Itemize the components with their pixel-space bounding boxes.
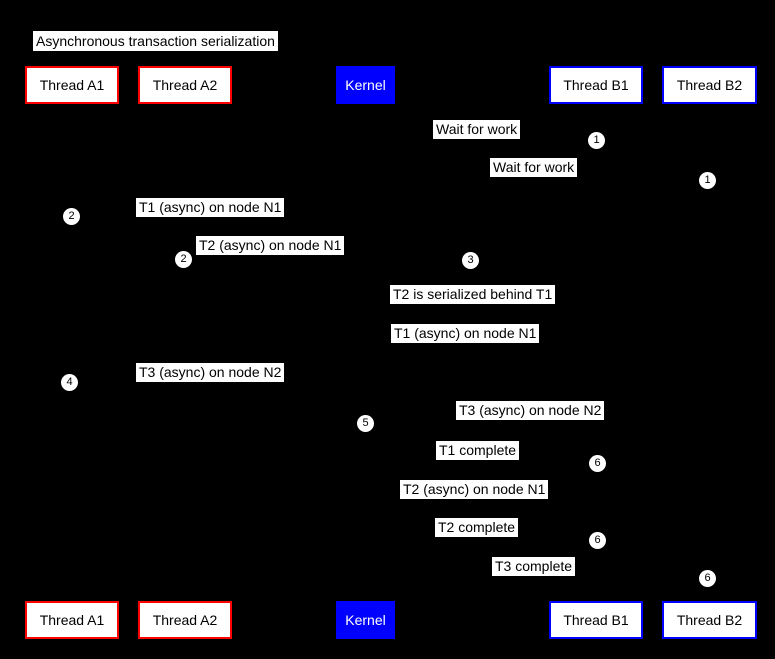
step-badge-6-b1-second: 6 [589, 532, 606, 549]
step-badge-6-b2: 6 [699, 570, 716, 587]
message-t2-complete: T2 complete [435, 518, 519, 537]
participant-thread-b1-top: Thread B1 [549, 66, 643, 104]
step-badge-3-kernel: 3 [462, 252, 479, 269]
message-t1-async-node-n1-dispatch: T1 (async) on node N1 [391, 324, 540, 343]
message-wait-for-work-b1: Wait for work [433, 120, 521, 139]
message-t3-complete: T3 complete [492, 557, 576, 576]
message-t1-async-node-n1: T1 (async) on node N1 [136, 198, 285, 217]
message-t3-async-node-n2: T3 (async) on node N2 [136, 363, 285, 382]
diagram-title: Asynchronous transaction serialization [33, 31, 278, 51]
participant-thread-a2-top: Thread A2 [138, 66, 232, 104]
participant-kernel-top: Kernel [336, 66, 395, 104]
message-t2-async-node-n1-dispatch: T2 (async) on node N1 [400, 480, 549, 499]
step-badge-1-b1: 1 [588, 132, 605, 149]
message-wait-for-work-b2: Wait for work [490, 158, 578, 177]
participant-thread-b2-bottom: Thread B2 [662, 601, 757, 639]
participant-thread-a1-top: Thread A1 [25, 66, 119, 104]
participant-thread-b1-bottom: Thread B1 [549, 601, 643, 639]
step-badge-6-b1-first: 6 [589, 455, 606, 472]
participant-thread-b2-top: Thread B2 [662, 66, 757, 104]
message-t2-async-node-n1: T2 (async) on node N1 [196, 236, 345, 255]
step-badge-4-a1: 4 [61, 374, 78, 391]
step-badge-2-a1: 2 [63, 208, 80, 225]
message-t2-serialized-behind-t1: T2 is serialized behind T1 [390, 285, 556, 304]
step-badge-1-b2: 1 [699, 172, 716, 189]
participant-kernel-bottom: Kernel [336, 601, 395, 639]
step-badge-2-a2: 2 [175, 251, 192, 268]
message-t3-async-node-n2-dispatch: T3 (async) on node N2 [456, 401, 605, 420]
participant-thread-a2-bottom: Thread A2 [138, 601, 232, 639]
step-badge-5-kernel: 5 [357, 415, 374, 432]
message-t1-complete: T1 complete [436, 441, 520, 460]
participant-thread-a1-bottom: Thread A1 [25, 601, 119, 639]
